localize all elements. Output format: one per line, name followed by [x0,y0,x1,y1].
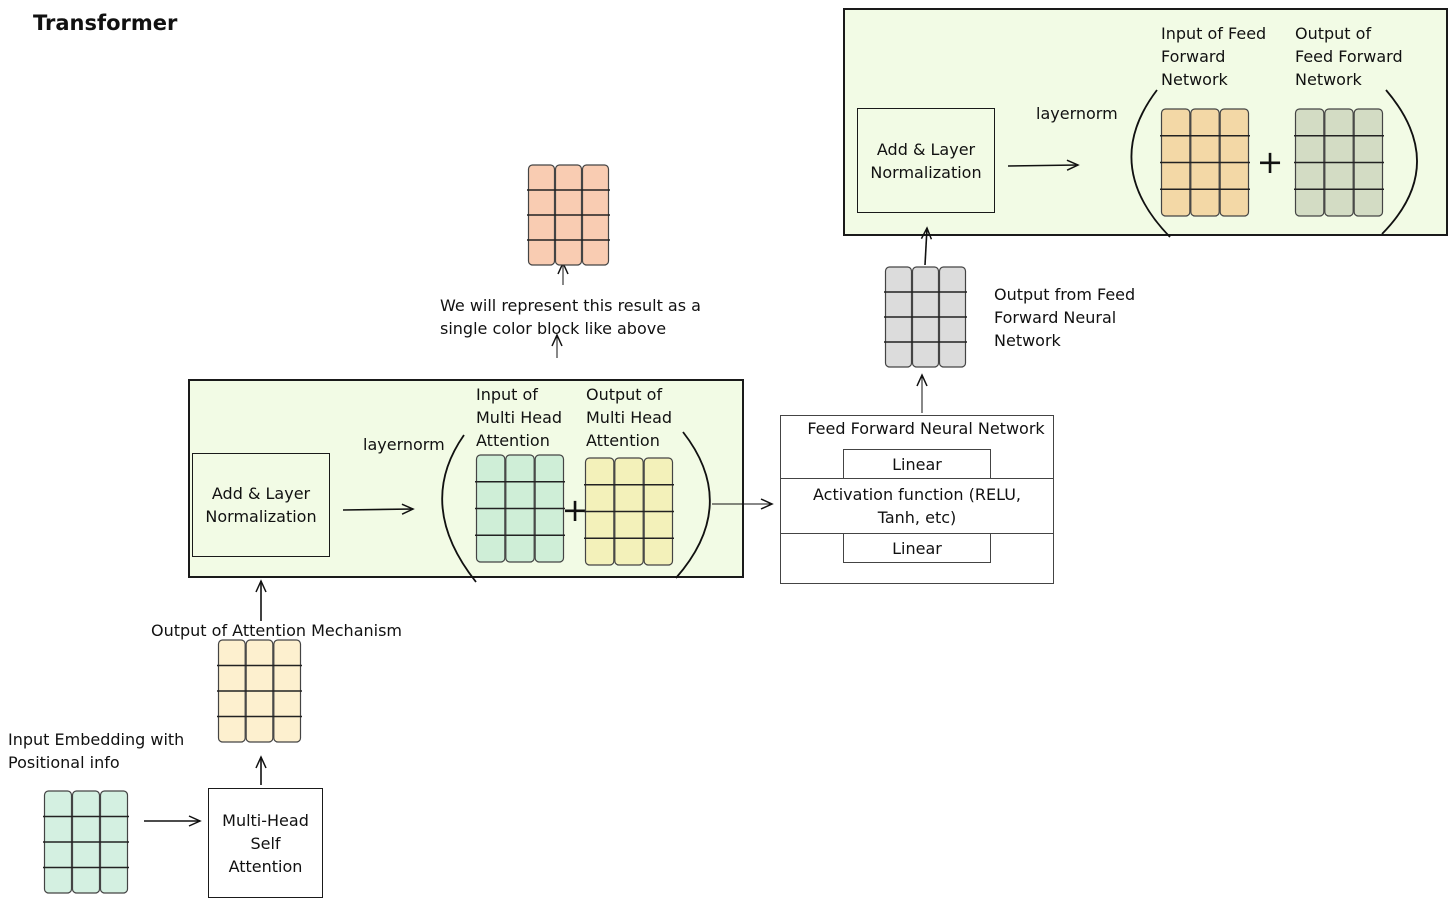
input-embedding-label: Input Embedding with Positional info [8,730,185,772]
ffn-title: Feed Forward Neural Network [807,418,1045,438]
diagram-title: Transformer [33,11,178,35]
ff-output-matrix [1294,108,1384,217]
result-note-label: We will represent this result as a singl… [440,296,701,338]
attention-output-matrix [217,639,302,743]
left-bracket-2 [1130,89,1171,238]
mha-input-matrix [475,454,565,563]
ffn-output-label: Output from Feed Forward Neural Network [994,285,1136,350]
arrow-layernorm-1 [342,503,415,515]
result-color-block-matrix [527,164,610,266]
ffn-output-matrix [884,266,967,368]
add-layer-norm-box-2: Add & Layer Normalization [857,108,995,213]
multi-head-self-attention-box: Multi-Head Self Attention [208,788,323,898]
ff-input-matrix [1160,108,1250,217]
mha-input-label: Input of Multi Head Attention [476,385,563,450]
ff-output-label: Output of Feed Forward Network [1295,24,1403,89]
feed-forward-network-block: Feed Forward Neural Network Linear Activ… [780,415,1054,584]
left-bracket-1 [441,434,477,583]
arrow-to-add-norm-2 [920,226,933,266]
ff-input-label: Input of Feed Forward Network [1161,24,1267,89]
right-bracket-1 [675,431,711,579]
arrow-layernorm-2 [1007,159,1080,171]
input-embedding-matrix [43,790,129,894]
plus-sign-2: + [1257,143,1284,181]
plus-sign-1: + [562,491,589,529]
add-layer-norm-box-1: Add & Layer Normalization [192,453,330,557]
attention-output-label: Output of Attention Mechanism [151,621,402,640]
layernorm-label-1: layernorm [363,435,445,454]
mha-output-matrix [584,457,674,566]
ffn-linear-bottom: Linear [843,533,991,563]
ffn-activation-function: Activation function (RELU, Tanh, etc) [781,478,1053,534]
mha-output-label: Output of Multi Head Attention [586,385,673,450]
right-bracket-2 [1381,89,1418,235]
layernorm-label-2: layernorm [1036,104,1118,123]
ffn-linear-top: Linear [843,449,991,479]
